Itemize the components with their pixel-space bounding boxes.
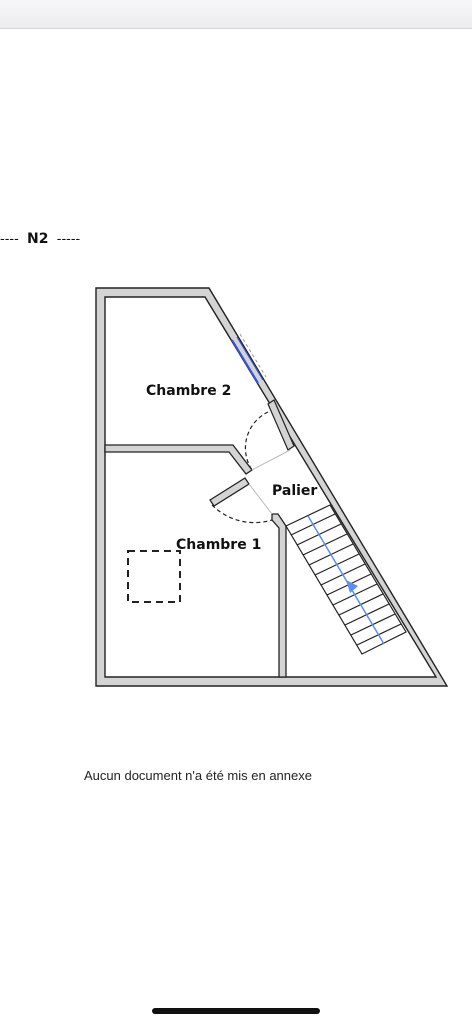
annex-note: Aucun document n'a été mis en annexe [84, 768, 312, 783]
home-indicator[interactable] [152, 1008, 320, 1014]
outer-wall [95, 287, 449, 687]
room-label-chambre1: Chambre 1 [176, 537, 261, 553]
stair-arrow-icon [307, 515, 385, 645]
wall-chambre1-stair [271, 513, 287, 678]
level-label: ---- N2 ----- [0, 231, 80, 247]
level-dash-right: ----- [56, 232, 81, 247]
wall-palier-door-stub [209, 477, 250, 507]
wall-chambre2-chambre1 [104, 444, 253, 475]
room-label-chambre2: Chambre 2 [146, 383, 231, 399]
wall-door-jamb [267, 399, 295, 451]
dashed-opening [127, 550, 181, 603]
door-swing-chambre2 [244, 411, 291, 471]
window [231, 333, 267, 384]
top-bar [0, 0, 472, 29]
door-swing-chambre1 [211, 483, 273, 524]
room-label-palier: Palier [272, 483, 317, 499]
level-dash-left: ---- [0, 232, 19, 247]
level-name: N2 [27, 231, 49, 247]
